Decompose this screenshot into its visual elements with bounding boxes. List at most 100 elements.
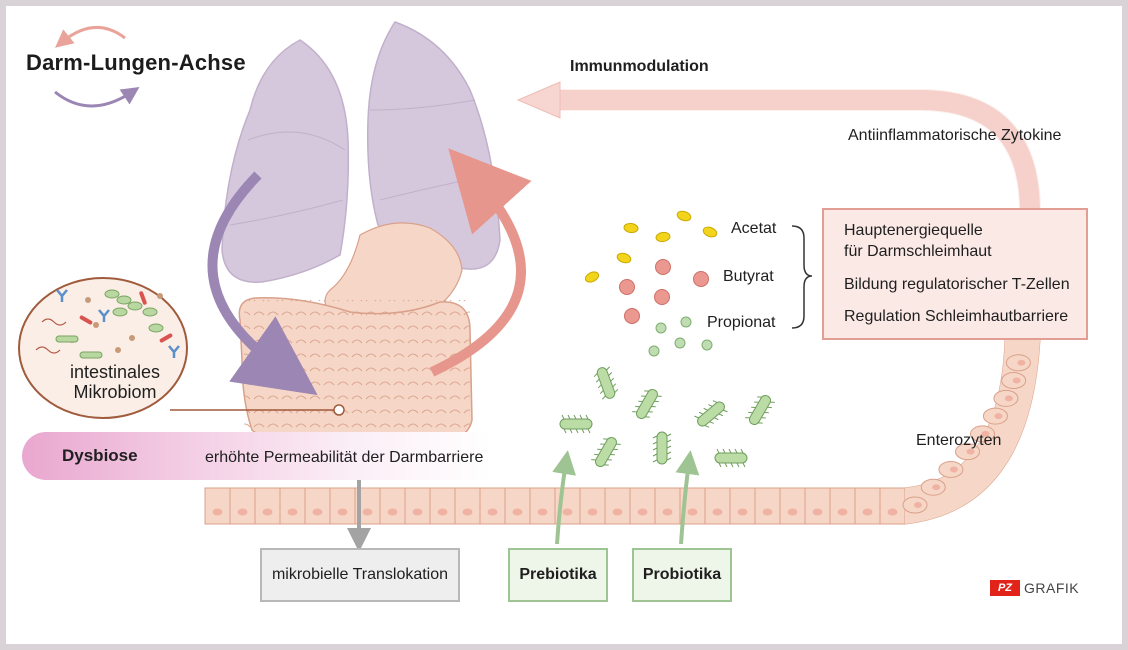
bacterium-flagellum xyxy=(748,411,753,414)
title-cycle-arrows xyxy=(54,25,140,108)
microbe-green xyxy=(104,289,120,299)
antibody xyxy=(56,289,68,302)
enterocyte-cell xyxy=(879,487,906,525)
effect-line: Hauptenergiequelle xyxy=(844,222,983,239)
bacterium-flagellum xyxy=(751,406,756,408)
bacterium-flagellum xyxy=(600,443,605,445)
cell-nucleus xyxy=(262,508,273,516)
enterocyte-layer xyxy=(204,339,1041,525)
bacterium-flagellum xyxy=(573,414,577,420)
enterocyte-cell xyxy=(404,487,431,525)
acetat-molecule xyxy=(623,222,639,234)
cell-nucleus xyxy=(862,508,873,516)
cell-nucleus xyxy=(487,508,498,516)
diagram-title: Darm-Lungen-Achse xyxy=(26,50,246,75)
bacterium-flagellum xyxy=(657,395,662,397)
antibody-shape xyxy=(168,345,180,358)
propionat-molecule xyxy=(648,345,660,357)
enterocyte-cell xyxy=(604,487,631,525)
bacterium xyxy=(591,436,621,468)
antibody xyxy=(98,309,110,322)
enterocyte-cell xyxy=(204,487,231,525)
bacterium-flagellum xyxy=(613,448,618,451)
enterocyte-cell xyxy=(479,487,506,525)
cell-nucleus xyxy=(312,508,323,516)
enterocyte-cell xyxy=(429,487,456,525)
propionat-molecule xyxy=(655,322,667,334)
cell-nucleus xyxy=(512,508,523,516)
bacterium-flagellum xyxy=(757,396,762,398)
cell-nucleus xyxy=(287,508,298,516)
enterocyte-cell xyxy=(229,487,256,525)
cell-nucleus xyxy=(1012,377,1021,384)
cell-nucleus xyxy=(237,508,248,516)
bacterium-body xyxy=(595,436,617,468)
cell-nucleus xyxy=(1017,359,1026,366)
microbe-dot xyxy=(157,293,163,299)
cell-nucleus xyxy=(914,502,922,508)
bacterium-flagellum xyxy=(764,412,769,414)
cell-nucleus xyxy=(562,508,573,516)
arrow-gut-to-lung xyxy=(429,148,532,377)
microbe-green xyxy=(148,323,164,333)
bacterium xyxy=(714,448,748,468)
cell-nucleus xyxy=(537,508,548,516)
bacterium-flagellum xyxy=(708,404,713,407)
acetat-molecule xyxy=(676,210,692,222)
bacterium xyxy=(652,431,672,465)
bacterium-flagellum xyxy=(616,443,621,445)
bacterium-flagellum xyxy=(579,414,583,420)
bacterium-flagellum xyxy=(645,416,650,418)
enterocyte-cell xyxy=(454,487,481,525)
bacterium-body xyxy=(559,418,593,430)
butyrat-molecule xyxy=(693,271,709,287)
propionat-molecule xyxy=(680,316,692,328)
enterocyte-cell xyxy=(629,487,656,525)
bacterium-flagellum xyxy=(654,400,659,403)
bacterium-flagellum xyxy=(581,428,585,434)
bacterium-flagellum xyxy=(651,406,656,408)
bacterium xyxy=(593,366,619,400)
bacterium-flagellum xyxy=(722,448,726,454)
bacterium-flagellum xyxy=(585,414,589,420)
bacterium-flagellum xyxy=(606,366,611,371)
microbe-spiral xyxy=(35,346,61,354)
cell-nucleus xyxy=(762,508,773,516)
bacterium-flagellum xyxy=(728,448,732,454)
bacterium-flagellum xyxy=(718,462,722,468)
bacterium-flagellum xyxy=(575,428,579,434)
cell-nucleus xyxy=(387,508,398,516)
immunmodulation-arrow xyxy=(516,81,1041,213)
cell-nucleus xyxy=(337,508,348,516)
cell-nucleus xyxy=(462,508,473,516)
cell-nucleus xyxy=(212,508,223,516)
bacterium xyxy=(559,414,593,434)
dysbiose-band xyxy=(22,432,492,480)
microbe-rod xyxy=(55,335,79,343)
bacterium-flagellum xyxy=(703,407,708,411)
cell-nucleus xyxy=(994,413,1003,420)
bacterium-flagellum xyxy=(567,414,571,420)
butyrat-molecule xyxy=(654,289,670,305)
microbe-dot xyxy=(93,322,99,328)
enterocyte-cell xyxy=(829,487,856,525)
propionat-molecule xyxy=(701,339,713,351)
enterocyte-cell xyxy=(654,487,681,525)
cell-nucleus xyxy=(412,508,423,516)
bacterium-flagellum xyxy=(754,401,759,403)
enterozyten-label: Enterozyten xyxy=(916,432,1002,449)
microbe-green xyxy=(116,295,132,305)
cell-nucleus xyxy=(362,508,373,516)
bacterium-flagellum xyxy=(745,417,750,419)
bacterium-flagellum xyxy=(591,459,596,461)
effect-line: Bildung regulatorischer T-Zellen xyxy=(844,276,1070,293)
microbiome-label-line1: intestinales xyxy=(69,362,161,382)
microbiome-label: intestinales Mikrobiom xyxy=(60,362,170,402)
bacterium-flagellum xyxy=(652,459,658,463)
bacterium-flagellum xyxy=(641,395,646,397)
immunmodulation-label: Immunmodulation xyxy=(570,58,709,75)
bacterium-flagellum xyxy=(594,453,599,456)
bacterium-flagellum xyxy=(730,462,734,468)
effect-line: Regulation Schleimhautbarriere xyxy=(844,308,1069,325)
